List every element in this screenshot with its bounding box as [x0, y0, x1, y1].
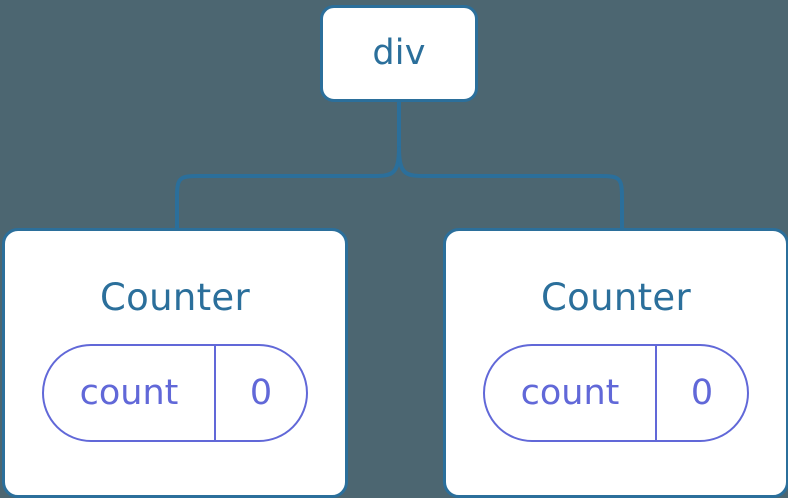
- state-key-0: count: [44, 346, 216, 440]
- state-pill-1[interactable]: count 0: [483, 344, 749, 442]
- node-div[interactable]: div: [320, 5, 478, 102]
- node-counter-1[interactable]: Counter count 0: [443, 228, 788, 498]
- state-key-1: count: [485, 346, 657, 440]
- node-counter-0-label: Counter: [100, 276, 250, 319]
- state-pill-0[interactable]: count 0: [42, 344, 308, 442]
- node-counter-0[interactable]: Counter count 0: [2, 228, 348, 498]
- state-value-1: 0: [690, 373, 714, 413]
- connector-to-child-1: [397, 146, 624, 234]
- state-value-0: 0: [249, 373, 273, 413]
- node-div-label: div: [372, 33, 426, 73]
- connector-to-child-0: [175, 146, 401, 234]
- node-counter-1-label: Counter: [541, 276, 691, 319]
